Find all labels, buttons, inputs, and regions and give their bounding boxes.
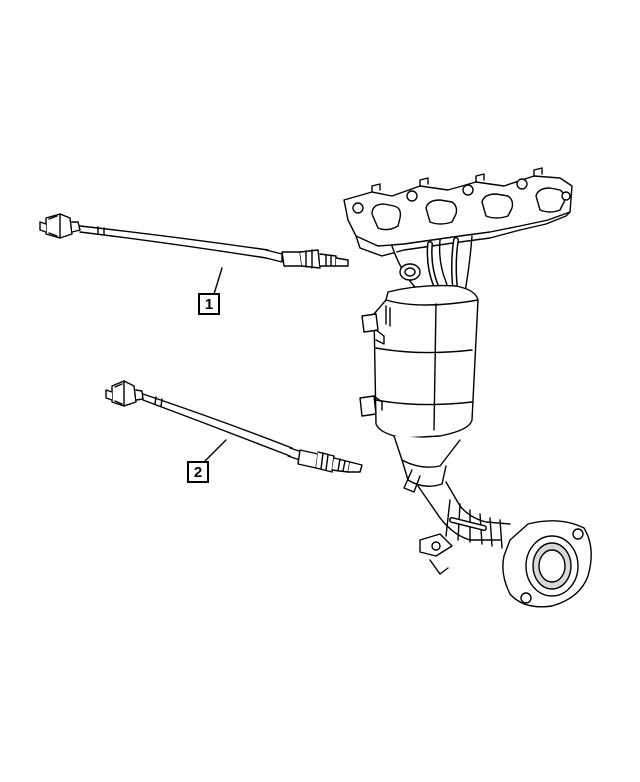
- sensor-2-wire: [142, 393, 303, 461]
- leader-line-1: [213, 267, 223, 295]
- oxygen-sensor-2[interactable]: [105, 380, 363, 473]
- down-pipe: [417, 481, 511, 575]
- sensor-1-wire: [79, 225, 283, 263]
- catalytic-converter: [359, 284, 479, 493]
- sensor-1-body: [281, 249, 349, 269]
- sensor-1-connector: [39, 213, 81, 239]
- callout-2-label: 2: [193, 463, 203, 481]
- oxygen-sensor-1[interactable]: [39, 213, 349, 269]
- callout-2[interactable]: 2: [187, 461, 209, 483]
- callout-1-label: 1: [204, 295, 214, 313]
- outlet-flange: [502, 520, 592, 608]
- sensor-2-body: [297, 449, 363, 473]
- leader-line-2: [203, 439, 227, 463]
- sensor-2-connector: [105, 380, 144, 407]
- manifold-flange: [343, 167, 573, 257]
- callout-1[interactable]: 1: [198, 293, 220, 315]
- exhaust-manifold-converter: [343, 167, 592, 608]
